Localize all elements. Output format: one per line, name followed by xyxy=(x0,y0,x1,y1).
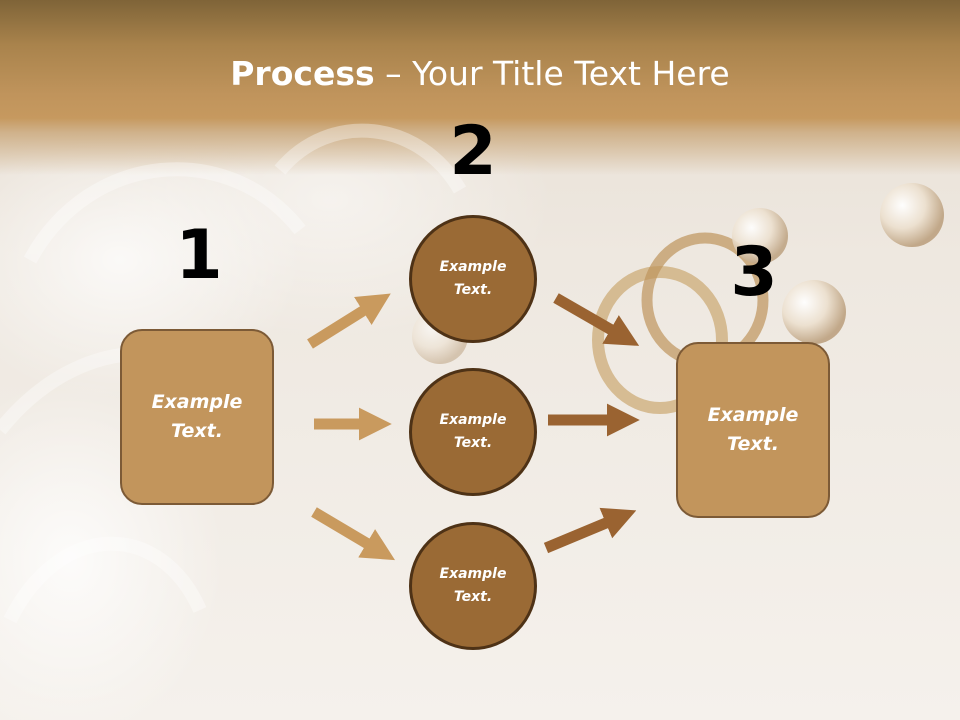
arrow-from-circle-3 xyxy=(543,507,637,554)
left-box-text: Example Text. xyxy=(151,391,243,442)
step-number-3: 3 xyxy=(730,233,778,312)
arrow-from-circle-1 xyxy=(553,293,640,346)
circle-1-text: Example Text. xyxy=(439,259,507,298)
arrow-to-circle-3 xyxy=(311,507,396,561)
step-number-1: 1 xyxy=(175,216,223,295)
arrow-to-circle-1 xyxy=(307,293,391,349)
circle-2-text: Example Text. xyxy=(439,412,507,451)
circle-2: Example Text. xyxy=(409,368,537,496)
right-box: Example Text. xyxy=(676,342,830,518)
left-box: Example Text. xyxy=(120,329,274,505)
header-band xyxy=(0,0,960,175)
circle-1: Example Text. xyxy=(409,215,537,343)
right-box-text: Example Text. xyxy=(707,404,799,455)
circle-3: Example Text. xyxy=(409,522,537,650)
slide-title: Process – Your Title Text Here xyxy=(0,52,960,96)
circle-3-text: Example Text. xyxy=(439,566,507,605)
title-bold: Process xyxy=(230,54,375,93)
title-rest: – Your Title Text Here xyxy=(374,54,730,93)
step-number-2: 2 xyxy=(449,112,497,191)
